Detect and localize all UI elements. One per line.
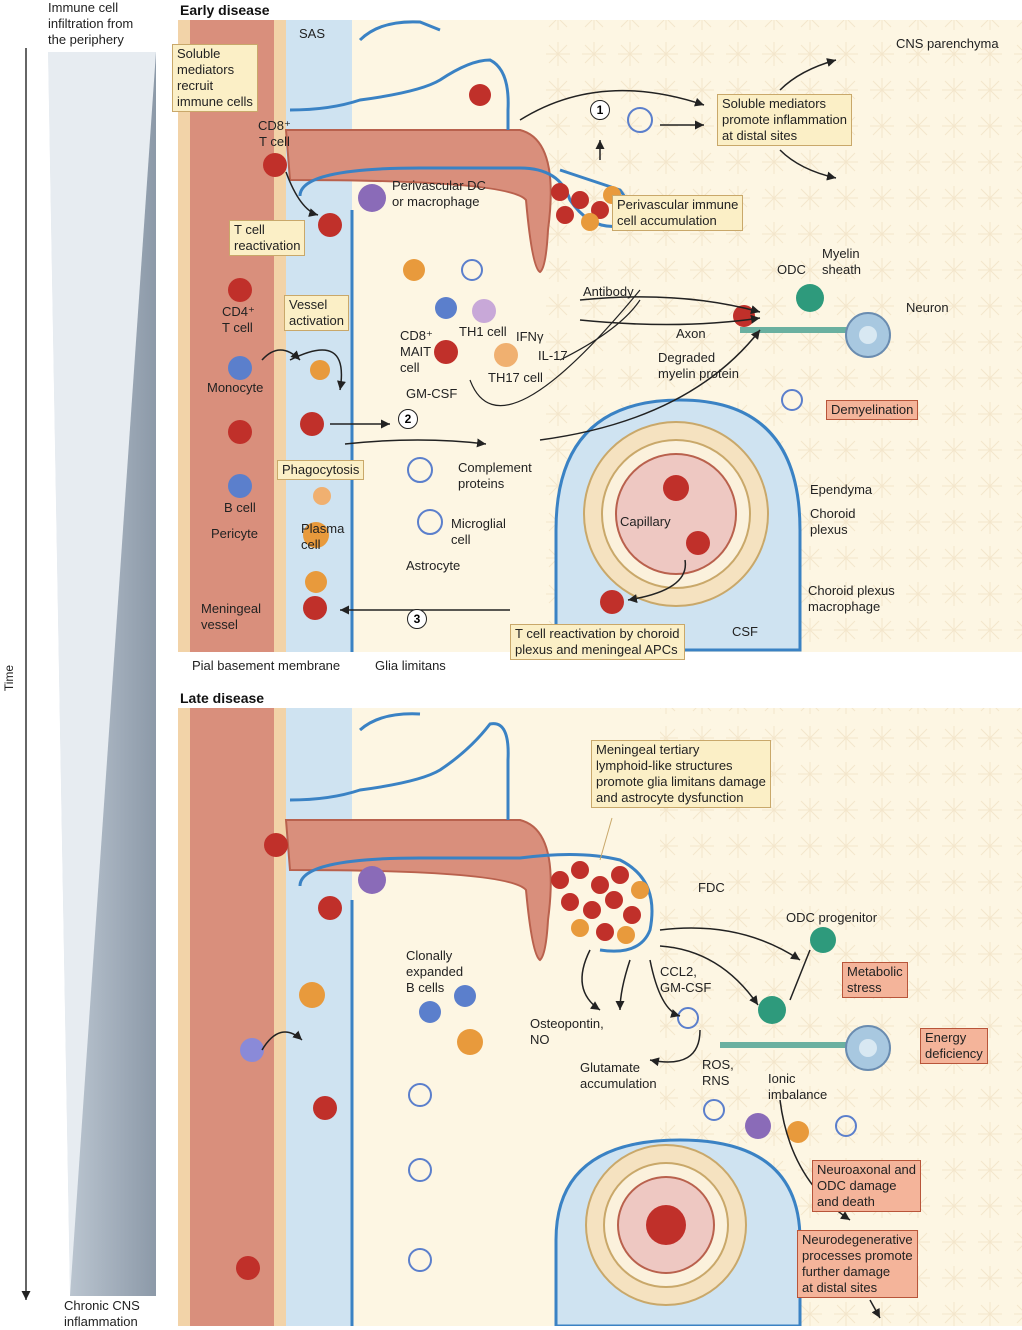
monocyte-label: Monocyte — [207, 380, 264, 395]
soluble-recruit-box: Soluble mediators recruit immune cells — [172, 44, 258, 112]
odc-progenitor — [810, 927, 836, 953]
ifn-label: IFNγ — [516, 329, 544, 344]
chronic-inflammation-label: Chronic CNS inflammation — [64, 1298, 140, 1329]
time-label: Time — [2, 664, 17, 692]
antibody-label: Antibody — [583, 284, 634, 299]
neuroaxonal-box: Neuroaxonal and ODC damage and death — [812, 1160, 922, 1212]
pial-membrane-label: Pial basement membrane — [192, 658, 341, 673]
clonally-expanded-label: Clonally expanded B cells — [406, 948, 464, 995]
bcell-label: B cell — [224, 500, 256, 515]
cd8-tcell-label: CD8⁺ T cell — [258, 118, 291, 149]
perivascular-dc-label: Perivascular DC or macrophage — [392, 178, 486, 209]
meningeal-vessel-label: Meningeal vessel — [201, 601, 261, 632]
meningeal-vessel-early — [178, 20, 278, 652]
ependyma-label: Ependyma — [810, 482, 873, 497]
cd4-tcell-label: CD4⁺ T cell — [222, 304, 255, 335]
myelin-sheath-label: Myelin sheath — [822, 246, 862, 277]
ros-label: ROS, RNS — [702, 1057, 734, 1088]
degraded-myelin-label: Degraded myelin protein — [658, 350, 739, 381]
glia-limitans-label: Glia limitans — [375, 658, 446, 673]
tcell-reactivation-choroid-box: T cell reactivation by choroid plexus an… — [510, 624, 685, 660]
ionic-label: Ionic imbalance — [768, 1071, 828, 1102]
csf-label: CSF — [732, 624, 758, 639]
perivascular-dc-early — [358, 184, 386, 212]
odc-early — [796, 284, 824, 312]
metabolic-stress-box: Metabolic stress — [842, 962, 908, 998]
meningeal-tertiary-box: Meningeal tertiary lymphoid-like structu… — [591, 740, 771, 808]
sas-early — [286, 20, 352, 652]
odc-label: ODC — [777, 262, 806, 277]
energy-deficiency-box: Energy deficiency — [920, 1028, 988, 1064]
late-disease-title: Late disease — [180, 690, 265, 706]
capillary-label: Capillary — [620, 514, 671, 529]
fdc-label: FDC — [698, 880, 725, 895]
plasma-cell-label: Plasma cell — [301, 521, 345, 552]
glutamate-label: Glutamate accumulation — [580, 1060, 657, 1091]
meningeal-vessel-late — [178, 708, 278, 1326]
gmcsf-label: GM-CSF — [406, 386, 458, 401]
soluble-distal-box: Soluble mediators promote inflammation a… — [717, 94, 852, 146]
osteopontin-label: Osteopontin, NO — [530, 1016, 604, 1047]
step-1-marker: 1 — [590, 100, 610, 120]
neuron-label: Neuron — [906, 300, 949, 315]
step-3-marker: 3 — [407, 609, 427, 629]
pericyte-label: Pericyte — [211, 526, 258, 541]
choroid-plexus-label: Choroid plexus — [810, 506, 856, 537]
vessel-activation-box: Vessel activation — [284, 295, 349, 331]
early-panel — [178, 20, 1022, 652]
choroid-macrophage-label: Choroid plexus macrophage — [808, 583, 895, 614]
cd8-mait-label: CD8⁺ MAIT cell — [400, 328, 433, 375]
perivascular-accum-box: Perivascular immune cell accumulation — [612, 195, 744, 231]
axon-label: Axon — [676, 326, 706, 341]
time-wedge — [21, 48, 156, 1300]
astrocyte-label: Astrocyte — [406, 558, 461, 573]
infiltration-label: Immune cell infiltration from the periph… — [48, 0, 134, 47]
demyelination-box: Demyelination — [826, 400, 919, 420]
th17-label: TH17 cell — [488, 370, 543, 385]
odc-progenitor-label: ODC progenitor — [786, 910, 878, 925]
tcell-reactivation-box: T cell reactivation — [229, 220, 306, 256]
phagocytosis-box: Phagocytosis — [277, 460, 365, 480]
cns-parenchyma-label: CNS parenchyma — [896, 36, 999, 51]
sas-label: SAS — [299, 26, 326, 41]
step-2-marker: 2 — [398, 409, 418, 429]
neurodegenerative-box: Neurodegenerative processes promote furt… — [797, 1230, 918, 1298]
late-panel — [178, 708, 1022, 1326]
microglial-cell-label: Microglial cell — [451, 516, 506, 547]
complement-label: Complement proteins — [458, 460, 532, 491]
ccl2-label: CCL2, GM-CSF — [660, 964, 712, 995]
il17-label: IL-17 — [538, 348, 568, 363]
early-disease-title: Early disease — [180, 2, 270, 18]
tls-cluster — [551, 861, 649, 944]
th1-label: TH1 cell — [459, 324, 507, 339]
